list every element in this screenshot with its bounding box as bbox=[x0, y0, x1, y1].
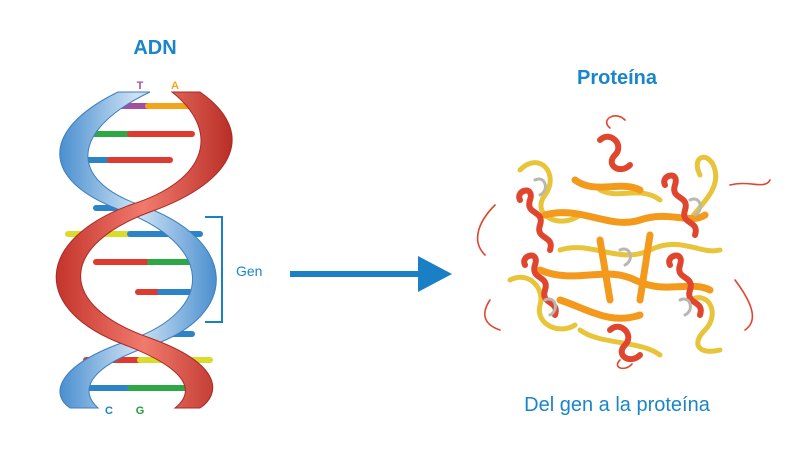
caption: Del gen a la proteína bbox=[524, 394, 710, 416]
base-label-g: G bbox=[135, 405, 145, 417]
protein-title: Proteína bbox=[576, 67, 658, 89]
base-label-c: C bbox=[105, 405, 113, 417]
protein-structure bbox=[476, 115, 771, 370]
base-label-t: T bbox=[136, 80, 144, 92]
gene-bracket bbox=[205, 216, 223, 323]
dna-red-strand bbox=[55, 91, 233, 409]
dna-title: ADN bbox=[133, 37, 177, 59]
arrow-icon bbox=[290, 256, 452, 292]
gene-label: Gen bbox=[236, 263, 263, 279]
base-label-a: A bbox=[171, 80, 179, 92]
